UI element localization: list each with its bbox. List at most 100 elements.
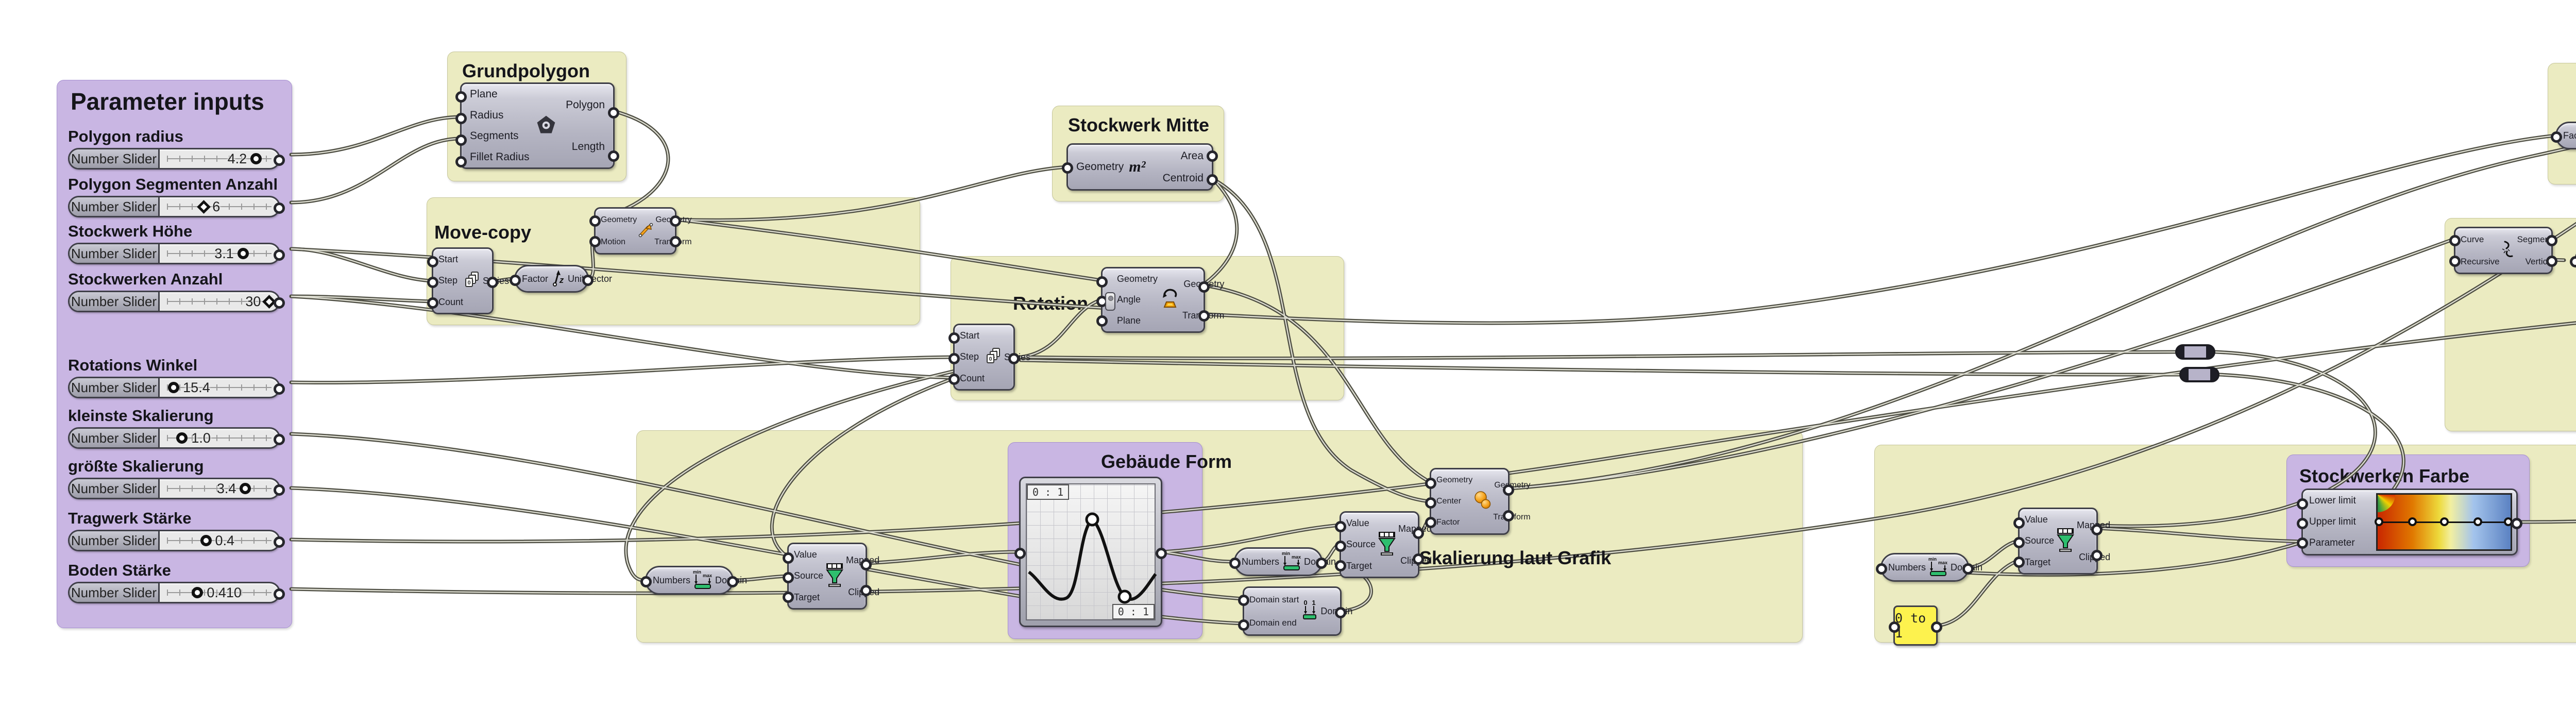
output-port[interactable]: [274, 249, 285, 261]
input-port[interactable]: [427, 277, 438, 288]
input-port[interactable]: [1014, 548, 1026, 559]
input-port[interactable]: [2297, 537, 2308, 549]
input-port[interactable]: [2013, 537, 2025, 548]
input-port[interactable]: [1425, 497, 1436, 509]
slider-track[interactable]: 4.2: [160, 149, 279, 168]
input-port[interactable]: [783, 592, 794, 603]
output-port[interactable]: [1413, 528, 1424, 539]
number-slider-polygon-radius[interactable]: Number Slider 4.2: [68, 148, 285, 170]
slider-track[interactable]: 1.0: [160, 429, 279, 447]
output-port[interactable]: [1156, 548, 1167, 559]
output-port[interactable]: [860, 585, 872, 596]
output-port[interactable]: [670, 215, 681, 227]
slider-track[interactable]: 30: [160, 292, 279, 311]
graph-mapper-component[interactable]: 0 : 1 0 : 1: [1014, 477, 1167, 627]
output-port[interactable]: [1198, 281, 1210, 293]
input-port[interactable]: [1876, 563, 1887, 575]
input-port[interactable]: [2449, 235, 2461, 246]
area-component[interactable]: Geometry m² Area Centroid: [1062, 143, 1218, 191]
wire-relay[interactable]: [2175, 344, 2215, 360]
slider-knob[interactable]: [168, 382, 180, 393]
slider-knob[interactable]: [240, 483, 251, 494]
input-port[interactable]: [2570, 256, 2576, 267]
output-port[interactable]: [274, 297, 285, 309]
flip-matrix-component[interactable]: Data Data: [2570, 246, 2576, 274]
input-port[interactable]: [1889, 621, 1900, 633]
slider-track[interactable]: 15.4: [160, 378, 279, 397]
construct-domain-component[interactable]: Domain start Domain end 01 Domain: [1238, 586, 1352, 636]
output-port[interactable]: [274, 588, 285, 600]
input-port[interactable]: [1425, 478, 1436, 489]
graph-grip[interactable]: [1117, 590, 1132, 604]
number-slider-kleinste-skalierung[interactable]: Number Slider 1.0: [68, 427, 285, 449]
gradient-grip[interactable]: [2408, 517, 2417, 526]
input-port[interactable]: [783, 572, 794, 583]
output-port[interactable]: [1413, 553, 1424, 565]
slider-track[interactable]: 0.410: [160, 583, 279, 602]
input-port[interactable]: [783, 552, 794, 564]
slider-knob[interactable]: [192, 587, 204, 598]
output-port[interactable]: [1931, 621, 1942, 633]
output-port[interactable]: [487, 277, 498, 288]
output-port[interactable]: [1207, 150, 1218, 162]
output-port[interactable]: [608, 107, 619, 119]
output-port[interactable]: [582, 275, 594, 286]
input-port[interactable]: [427, 256, 438, 267]
input-port[interactable]: [2449, 256, 2461, 267]
output-port[interactable]: [1198, 310, 1210, 322]
slider-knob[interactable]: [197, 199, 211, 214]
input-port[interactable]: [1096, 276, 1108, 288]
input-port[interactable]: [1238, 595, 1249, 606]
input-port[interactable]: [1238, 619, 1249, 631]
input-port[interactable]: [2013, 517, 2025, 529]
number-slider-stockwerk-hoehe[interactable]: Number Slider 3.1: [68, 243, 285, 264]
remap-numbers-component[interactable]: Value Source Target Mapped Clipped: [1335, 511, 1432, 578]
number-slider-tragwerk-staerke[interactable]: Number Slider 0.4: [68, 530, 285, 551]
remap-numbers-component[interactable]: Value Source Target Mapped Clipped: [2013, 508, 2110, 575]
input-port[interactable]: [2297, 498, 2308, 510]
input-port[interactable]: [455, 91, 467, 103]
input-port[interactable]: [455, 156, 467, 167]
number-slider-rotations-winkel[interactable]: Number Slider 15.4: [68, 377, 285, 398]
scale-component[interactable]: Geometry Center Factor Geometry Transfor…: [1425, 468, 1531, 535]
output-port[interactable]: [1207, 174, 1218, 186]
graph-grip[interactable]: [1085, 512, 1099, 527]
input-port[interactable]: [2013, 557, 2025, 568]
input-port[interactable]: [1335, 541, 1346, 552]
number-slider-groesste-skalierung[interactable]: Number Slider 3.4: [68, 478, 285, 499]
number-slider-stockwerken-anzahl[interactable]: Number Slider 30: [68, 291, 285, 312]
output-port[interactable]: [2091, 550, 2103, 561]
input-port[interactable]: [1425, 517, 1436, 528]
input-port[interactable]: [1062, 162, 1073, 174]
input-port[interactable]: [589, 236, 601, 247]
input-port[interactable]: [1335, 560, 1346, 571]
slider-track[interactable]: 0.4: [160, 531, 279, 550]
number-slider-boden-staerke[interactable]: Number Slider 0.410: [68, 582, 285, 603]
output-port[interactable]: [1316, 558, 1327, 569]
unit-z-component[interactable]: Factor z Unit vector: [510, 265, 612, 293]
output-port[interactable]: [2091, 524, 2103, 535]
slider-knob[interactable]: [176, 432, 188, 444]
output-port[interactable]: [1008, 353, 1020, 364]
input-port[interactable]: [948, 374, 960, 385]
output-port[interactable]: [274, 155, 285, 166]
input-port[interactable]: [455, 113, 467, 124]
gradient-bar[interactable]: [2375, 493, 2513, 551]
remap-numbers-component[interactable]: Value Source Target Mapped Clipped: [783, 543, 879, 610]
slider-knob[interactable]: [250, 153, 262, 164]
slider-track[interactable]: 3.1: [160, 244, 279, 263]
explode-component[interactable]: Curve Recursive Segments Vertices: [2449, 227, 2557, 274]
slider-knob[interactable]: [237, 248, 249, 259]
output-port[interactable]: [274, 383, 285, 395]
output-port[interactable]: [608, 150, 619, 162]
input-port[interactable]: [2297, 518, 2308, 529]
input-port[interactable]: [640, 576, 652, 587]
unit-z-component[interactable]: Factor z Unit vector: [2551, 122, 2576, 149]
input-port[interactable]: [2551, 131, 2562, 143]
output-port[interactable]: [274, 484, 285, 496]
slider-track[interactable]: 3.4: [160, 479, 279, 498]
gradient-component[interactable]: Lower limit Upper limit Parameter: [2297, 489, 2522, 556]
gradient-grip[interactable]: [2375, 517, 2383, 526]
